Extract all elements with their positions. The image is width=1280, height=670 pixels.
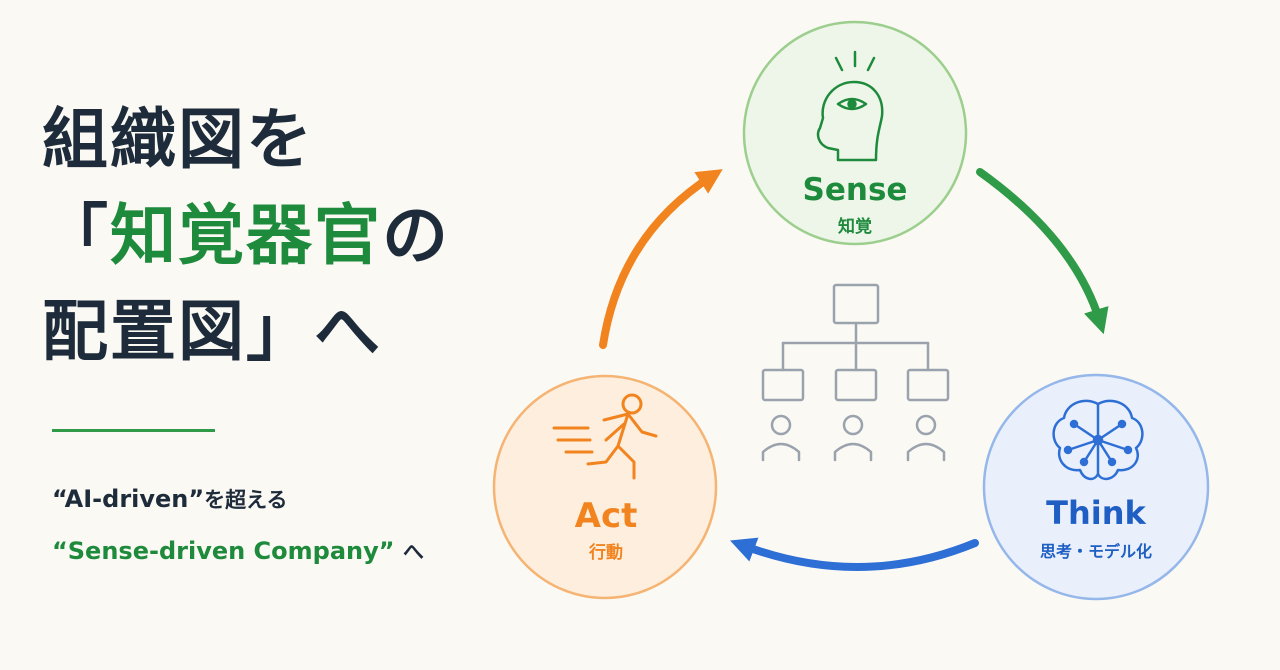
arrow-sense-to-think bbox=[976, 168, 1109, 335]
tagline-ai-driven: “AI-driven” bbox=[52, 485, 205, 513]
tagline-line-1-tail: を超える bbox=[204, 488, 288, 512]
headline: 組織図を 「知覚器官の 配置図」へ bbox=[42, 92, 450, 380]
tagline-line-1: “AI-driven”を超える bbox=[52, 484, 288, 514]
node-sense-title: Sense bbox=[803, 172, 908, 208]
brain-network-icon bbox=[1052, 399, 1144, 481]
node-think-title: Think bbox=[1046, 494, 1146, 532]
node-act-subtitle: 行動 bbox=[588, 542, 623, 563]
node-think: Think 思考・モデル化 bbox=[982, 373, 1210, 601]
node-sense-subtitle: 知覚 bbox=[837, 216, 872, 237]
node-act: Act 行動 bbox=[492, 374, 718, 600]
tagline-sense-driven: “Sense-driven Company” bbox=[52, 537, 395, 565]
headline-line-3: 配置図」へ bbox=[42, 293, 382, 370]
node-act-title: Act bbox=[575, 496, 638, 536]
node-think-subtitle: 思考・モデル化 bbox=[1040, 542, 1152, 561]
headline-particle: の bbox=[382, 197, 450, 274]
headline-highlight: 知覚器官 bbox=[110, 197, 382, 274]
head-eye-icon bbox=[816, 50, 884, 162]
divider bbox=[52, 429, 215, 432]
node-sense: Sense 知覚 bbox=[742, 20, 968, 246]
headline-bracket-open: 「 bbox=[42, 197, 110, 274]
running-person-icon bbox=[552, 393, 658, 480]
arrow-think-to-act bbox=[730, 537, 979, 571]
org-chart-icon bbox=[761, 283, 950, 462]
tagline-line-2-tail: へ bbox=[402, 540, 424, 564]
tagline-line-2: “Sense-driven Company” へ bbox=[52, 536, 424, 566]
arrow-act-to-sense bbox=[599, 169, 723, 349]
headline-line-1: 組織図を bbox=[42, 101, 314, 178]
